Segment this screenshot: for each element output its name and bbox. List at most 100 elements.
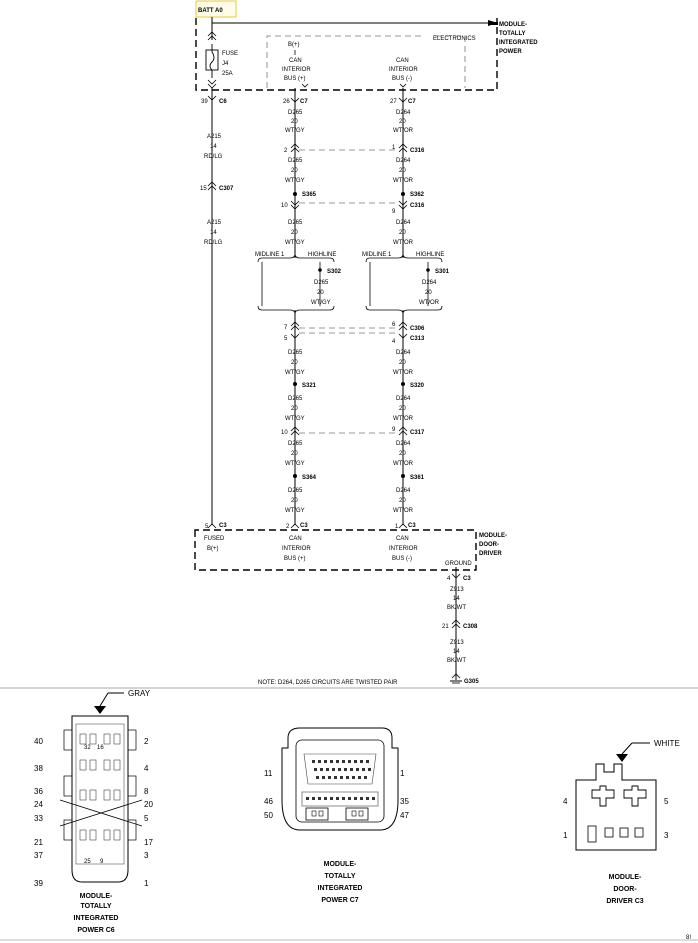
d264-color-5: WT/OR	[393, 416, 414, 422]
d265-label-5: D265	[288, 396, 303, 402]
d264-label-3: D264	[396, 220, 411, 226]
c7-pin-cavity	[336, 797, 339, 800]
c6-pin-3: 3	[144, 851, 149, 860]
s362-label: S362	[410, 192, 425, 198]
tipm-label-4: POWER	[499, 49, 522, 55]
c6-pin-25: 25	[84, 859, 91, 865]
c6-title-3: INTEGRATED	[74, 915, 119, 922]
page-number: 8!	[686, 935, 691, 941]
d265-color-1: WT/GY	[285, 128, 305, 134]
tipm-label-1: MODULE-	[499, 22, 527, 28]
c7-pin-cavity	[366, 760, 369, 763]
midline-left: MIDLINE 1	[255, 252, 285, 258]
c6-pin-21: 21	[34, 838, 43, 847]
c3-color-label: WHITE	[654, 739, 680, 748]
c3-label-mid: C3	[300, 523, 308, 529]
fused-bplus-label: B(+)	[207, 546, 219, 552]
c3v-pin-4: 4	[563, 797, 568, 806]
d264-color-2: WT/OR	[393, 178, 414, 184]
ground-label: GROUND	[445, 561, 472, 567]
splice-s301	[426, 268, 430, 272]
c6-pin-8: 8	[144, 787, 149, 796]
c7-pin-cavity	[318, 797, 321, 800]
c308-label: C308	[463, 624, 478, 630]
dd-can-bus-plus: BUS (+)	[284, 556, 306, 562]
c316-pin-1: 1	[392, 145, 396, 151]
c6-pin-38: 38	[34, 764, 43, 773]
c316b-label: C316	[410, 203, 425, 209]
c7-pin-cavity	[348, 760, 351, 763]
c7-pin-cavity	[342, 797, 345, 800]
c6-pin-5: 5	[144, 814, 149, 823]
tipm-can-bus-minus: BUS (-)	[392, 76, 412, 82]
tipm-can-label-2: CAN	[396, 58, 409, 64]
c3-pin-1: 1	[395, 524, 399, 530]
tipm-bplus-label: B(+)	[288, 42, 300, 48]
s361-label: S361	[410, 475, 425, 481]
dd-can-interior: INTERIOR	[282, 546, 311, 552]
d264-color-hl: WT/OR	[419, 300, 440, 306]
c7-pin-cavity	[358, 776, 361, 779]
highline-right: HIGHLINE	[416, 252, 444, 258]
d264-color-7: WT/OR	[393, 508, 414, 514]
tipm-can-bus-plus: BUS (+)	[284, 76, 306, 82]
splice-s302	[318, 268, 322, 272]
s365-label: S365	[302, 192, 317, 198]
c7-pin-cavity	[328, 776, 331, 779]
c6-pin-33: 33	[34, 814, 43, 823]
c7-pin-cavity	[340, 776, 343, 779]
dd-label-1: MODULE-	[479, 533, 507, 539]
c3-label-right: C3	[408, 523, 416, 529]
c7-pin-cavity	[330, 760, 333, 763]
battery-label-box	[195, 0, 237, 18]
dd-can-label-2: CAN	[396, 536, 409, 542]
c6-pin-36: 36	[34, 787, 43, 796]
a215-gauge-2: 14	[210, 230, 217, 236]
splice-s361	[401, 474, 405, 478]
splice-s320	[401, 382, 405, 386]
c3-pointer-icon	[616, 754, 628, 762]
c7-pin-11: 11	[264, 769, 273, 778]
c7-pin-1: 1	[400, 769, 405, 778]
c7-pin-26: 26	[283, 99, 290, 105]
d265-color-hl: WT/GY	[311, 300, 331, 306]
c6-pin-1: 1	[144, 879, 149, 888]
tipm-can-interior-label-2: INTERIOR	[389, 67, 418, 73]
a215-gauge: 14	[210, 144, 217, 150]
d265-gauge-3: 20	[291, 230, 298, 236]
d264-label-2: D264	[396, 158, 411, 164]
z913-color-1: BK/WT	[447, 605, 466, 611]
c3v-pin-1: 1	[563, 831, 568, 840]
c7-pin-27: 27	[390, 99, 397, 105]
z913-label-1: Z913	[450, 587, 464, 593]
c7-pin-cavity	[316, 776, 319, 779]
d265-label-2: D265	[288, 158, 303, 164]
c7-title-1: MODULE-	[324, 861, 357, 868]
c7-pin-cavity	[326, 768, 329, 771]
c306-label: C306	[410, 326, 425, 332]
s302-label: S302	[327, 269, 342, 275]
c6-pin-24: 24	[34, 800, 43, 809]
d265-label-hl: D265	[314, 280, 329, 286]
tipm-module-outline	[195, 18, 498, 91]
c7-pin-cavity	[356, 768, 359, 771]
c317-label: C317	[410, 430, 425, 436]
c7-pin-47: 47	[400, 811, 409, 820]
d264-color-1: WT/OR	[393, 128, 414, 134]
c7-pin-46: 46	[264, 797, 273, 806]
c7-pin-cavity	[336, 760, 339, 763]
d265-color-7: WT/GY	[285, 508, 305, 514]
d265-label-3: D265	[288, 220, 303, 226]
fuse-label: FUSE	[222, 51, 238, 57]
fused-label: FUSED	[204, 536, 225, 542]
c3-label-left: C3	[219, 523, 227, 529]
splice-s365	[293, 192, 297, 196]
z913-label-2: Z913	[450, 640, 464, 646]
s364-label: S364	[302, 475, 317, 481]
c3v-pin-5: 5	[664, 797, 669, 806]
d265-color-4: WT/GY	[285, 370, 305, 376]
d264-gauge-7: 20	[399, 498, 406, 504]
c7-pin-cavity	[368, 768, 371, 771]
dd-label-3: DRIVER	[479, 551, 502, 557]
c7-pin-cavity	[330, 797, 333, 800]
